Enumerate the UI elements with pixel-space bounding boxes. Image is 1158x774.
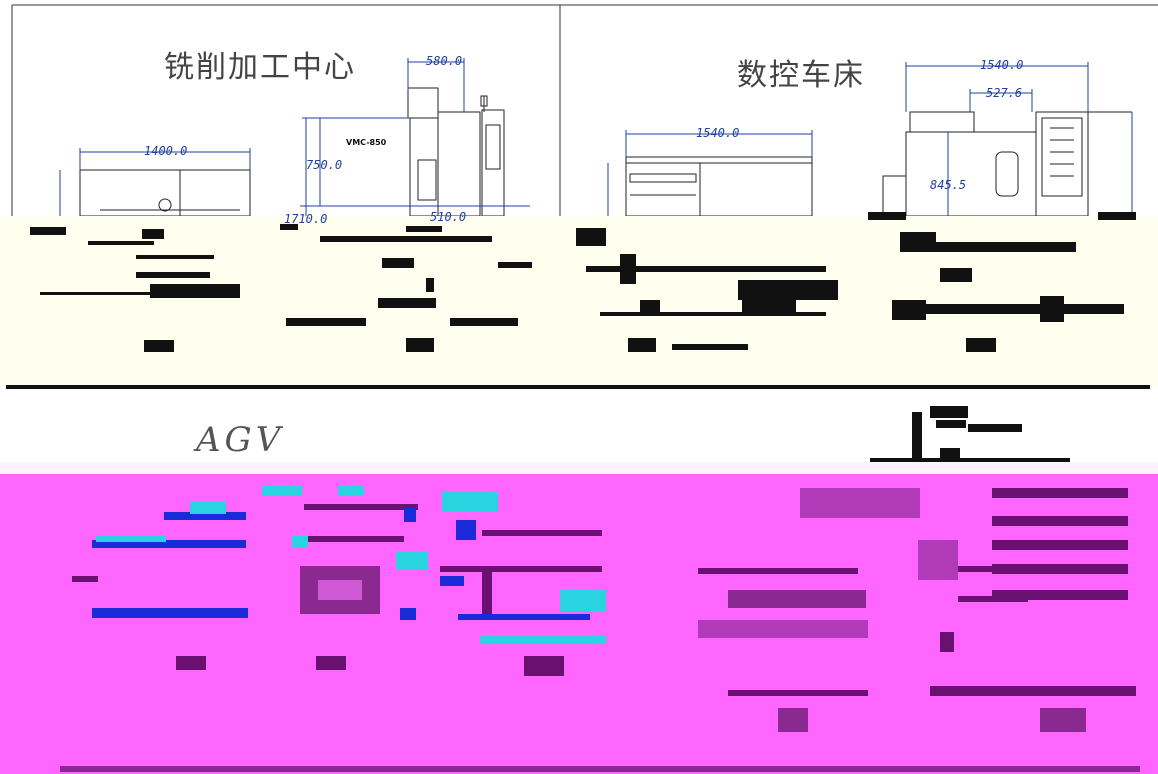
magenta-band bbox=[0, 472, 1158, 774]
dim-milling-width: 1400.0 bbox=[144, 144, 188, 158]
frame bbox=[11, 4, 1158, 216]
dim-milling-side-top: 580.0 bbox=[426, 54, 463, 68]
dim-lathe-side-inner: 527.6 bbox=[986, 86, 1023, 100]
lathe-title: 数控车床 bbox=[737, 58, 865, 93]
corrupted-glyphs-left bbox=[30, 224, 532, 352]
lathe-side-view bbox=[882, 111, 1132, 217]
lathe-side-dims bbox=[905, 62, 1133, 216]
dim-milling-height: 750.0 bbox=[306, 158, 343, 172]
agv-corrupted-layout bbox=[60, 486, 1140, 772]
dim-lathe-side-width: 1540.0 bbox=[980, 58, 1024, 72]
milling-width-dim bbox=[79, 148, 251, 170]
milling-side-dims bbox=[300, 58, 530, 216]
lathe-front-view bbox=[625, 156, 813, 217]
corrupted-glyphs-right bbox=[576, 212, 1136, 352]
separator-line bbox=[6, 385, 1150, 389]
milling-model-label: VMC-850 bbox=[346, 138, 387, 147]
milling-title: 铣削加工中心 bbox=[164, 50, 356, 85]
milling-side-view bbox=[407, 87, 505, 217]
dim-milling-total: 1710.0 bbox=[284, 212, 328, 226]
milling-front-view bbox=[59, 169, 251, 217]
dim-lathe-side-height: 845.5 bbox=[930, 178, 967, 192]
pale-pink-strip bbox=[0, 462, 1158, 474]
dim-lathe-front-width: 1540.0 bbox=[696, 126, 740, 140]
lathe-front-dims bbox=[607, 130, 813, 216]
dim-milling-base: 510.0 bbox=[430, 210, 467, 224]
agv-title: AGV bbox=[196, 420, 285, 460]
